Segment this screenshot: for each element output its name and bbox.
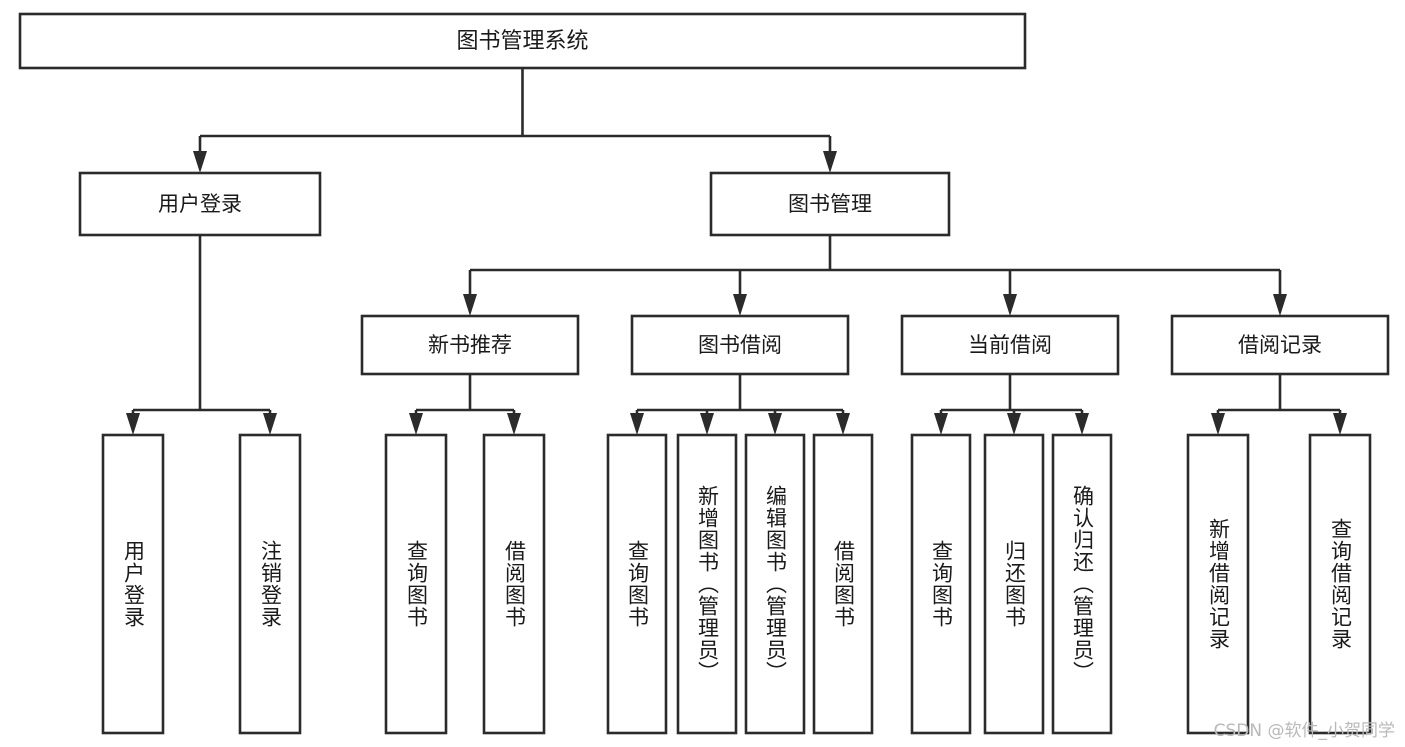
arrow-down-icon-book-borrow-0 xyxy=(630,413,644,435)
node-l1-label-book-manage: 图书管理 xyxy=(788,192,872,216)
node-root-label: 图书管理系统 xyxy=(456,29,588,54)
node-l2-box-new-book-recommend[interactable] xyxy=(360,314,580,376)
arrow-down-icon-book-borrow-1 xyxy=(700,413,714,435)
node-l1-label-user-login: 用户登录 xyxy=(158,192,242,216)
arrow-down-icon-current-borrow-0 xyxy=(934,413,948,435)
arrow-down-icon-user-login-0 xyxy=(126,413,140,435)
node-leaf-box-leaf-edit-book[interactable] xyxy=(744,433,806,735)
node-leaf-box-leaf-return-book[interactable] xyxy=(983,433,1045,735)
arrow-down-icon-l1-1 xyxy=(823,151,837,173)
node-l2-label-current-borrow: 当前借阅 xyxy=(968,333,1052,357)
node-l2-box-current-borrow[interactable] xyxy=(900,314,1120,376)
arrow-down-icon-new-book-recommend-1 xyxy=(507,413,521,435)
node-l2-label-new-book-recommend: 新书推荐 xyxy=(428,333,512,357)
arrow-down-icon-l2-2 xyxy=(1003,294,1017,316)
node-leaf-box-leaf-add-record[interactable] xyxy=(1186,433,1250,735)
node-l1-box-book-manage[interactable] xyxy=(709,171,951,237)
arrow-down-icon-book-borrow-2 xyxy=(768,413,782,435)
node-leaf-box-leaf-query-book-1[interactable] xyxy=(384,433,448,735)
node-leaf-box-leaf-add-book[interactable] xyxy=(676,433,738,735)
node-leaf-box-leaf-logout[interactable] xyxy=(238,433,302,735)
node-leaf-box-leaf-query-book-3[interactable] xyxy=(910,433,972,735)
csdn-watermark: CSDN @软件_小贺同学 xyxy=(1213,721,1395,741)
node-leaf-box-leaf-borrow-book-2[interactable] xyxy=(812,433,874,735)
arrow-down-icon-user-login-1 xyxy=(263,413,277,435)
arrow-down-icon-l1-0 xyxy=(193,151,207,173)
arrow-down-icon-book-borrow-3 xyxy=(836,413,850,435)
arrow-down-icon-current-borrow-1 xyxy=(1007,413,1021,435)
node-l1-box-user-login[interactable] xyxy=(78,171,322,237)
node-root-box[interactable] xyxy=(18,12,1027,70)
arrow-down-icon-borrow-record-1 xyxy=(1333,413,1347,435)
arrow-down-icon-l2-3 xyxy=(1273,294,1287,316)
arrow-down-icon-l2-1 xyxy=(733,294,747,316)
node-l2-box-book-borrow[interactable] xyxy=(630,314,850,376)
node-l2-label-borrow-record: 借阅记录 xyxy=(1238,333,1322,357)
box-layer xyxy=(18,12,1390,735)
node-leaf-box-leaf-user-login[interactable] xyxy=(101,433,165,735)
connector-layer xyxy=(126,68,1347,435)
node-leaf-box-leaf-confirm-return[interactable] xyxy=(1051,433,1113,735)
arrow-down-icon-l2-0 xyxy=(463,294,477,316)
node-leaf-box-leaf-query-book-2[interactable] xyxy=(606,433,668,735)
node-leaf-box-leaf-borrow-book-1[interactable] xyxy=(482,433,546,735)
arrow-down-icon-current-borrow-2 xyxy=(1075,413,1089,435)
node-leaf-box-leaf-query-record[interactable] xyxy=(1308,433,1372,735)
arrow-down-icon-borrow-record-0 xyxy=(1211,413,1225,435)
arrow-down-icon-new-book-recommend-0 xyxy=(409,413,423,435)
node-l2-box-borrow-record[interactable] xyxy=(1170,314,1390,376)
node-l2-label-book-borrow: 图书借阅 xyxy=(698,333,782,357)
